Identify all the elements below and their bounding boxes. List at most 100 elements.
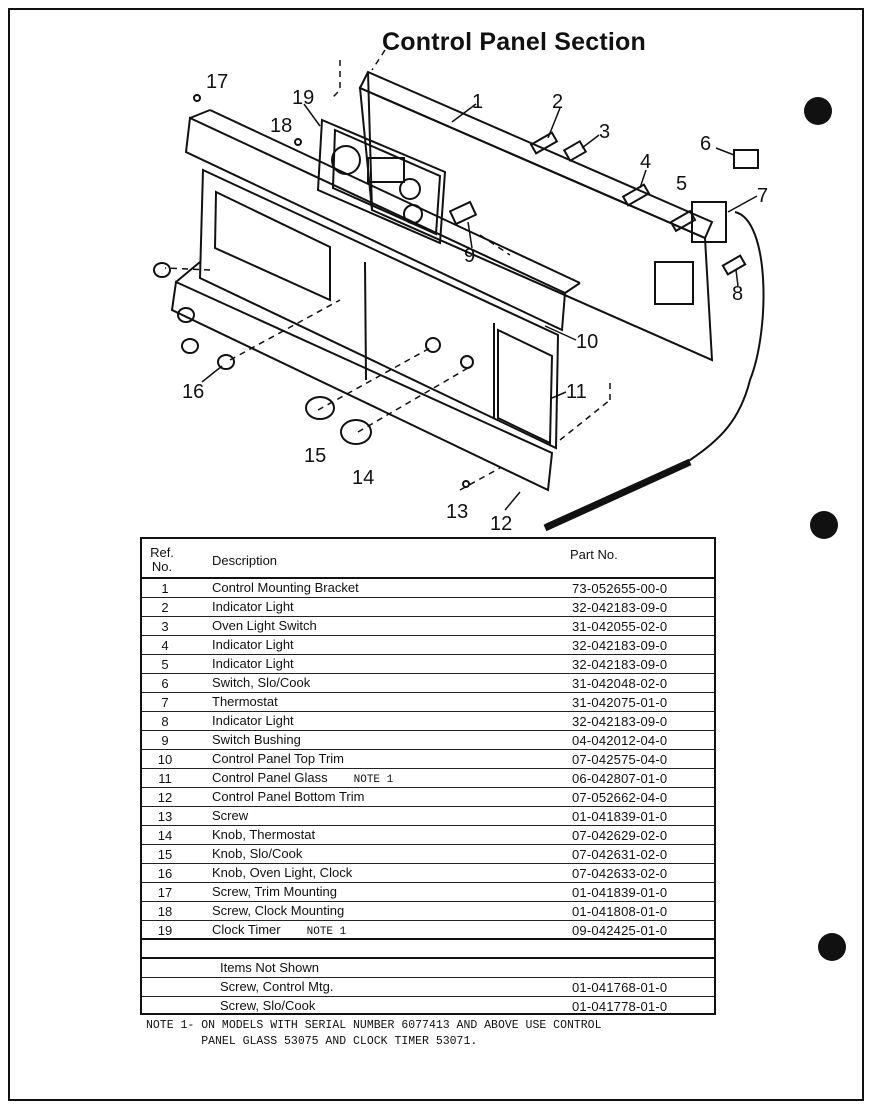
table-row: 3 Oven Light Switch 31-042055-02-0	[142, 617, 714, 636]
ref-no-cell: 5	[161, 657, 169, 672]
description-text: Items Not Shown	[220, 960, 319, 975]
slo-cook-switch	[733, 149, 759, 169]
ref-no-cell: 4	[161, 638, 169, 653]
callout-6: 6	[700, 133, 711, 155]
part-number-cell: 04-042012-04-0	[572, 733, 668, 748]
description-text: Control Panel Bottom Trim	[212, 789, 365, 804]
callout-10: 10	[576, 331, 598, 353]
header-description: Description	[212, 553, 278, 568]
note-reference: NOTE 1	[353, 774, 394, 786]
ref-no-cell: 3	[161, 619, 169, 634]
part-number-cell: 06-042807-01-0	[572, 771, 668, 786]
ref-no-cell: 1	[161, 581, 169, 596]
knob-oven-light-clock	[153, 262, 171, 278]
part-number-cell: 31-042075-01-0	[572, 695, 668, 710]
ref-no-cell: 19	[157, 923, 173, 938]
parts-list-table: Ref. No. Description Part No. 1 Control M…	[140, 537, 716, 1015]
ref-no-cell: 2	[161, 600, 169, 615]
description-cell: Screw, Slo/Cook	[220, 998, 315, 1013]
thermostat	[691, 201, 727, 243]
oven-light-switch	[562, 139, 588, 163]
description-cell: Switch, Slo/Cook	[212, 675, 310, 690]
description-text: Switch Bushing	[212, 732, 301, 747]
indicator-light-4	[621, 183, 651, 207]
description-cell: Items Not Shown	[220, 960, 319, 975]
glass-panel	[198, 168, 560, 450]
callout-13: 13	[446, 501, 468, 523]
description-text: Switch, Slo/Cook	[212, 675, 311, 690]
callout-1: 1	[472, 91, 483, 113]
description-cell: Knob, Thermostat	[212, 827, 315, 842]
callout-7: 7	[757, 185, 768, 207]
ref-no-cell: 7	[161, 695, 169, 710]
table-header: Ref. No. Description Part No.	[142, 539, 714, 579]
description-cell: Control Panel Bottom Trim	[212, 789, 364, 804]
description-cell: Control Panel Top Trim	[212, 751, 344, 766]
callout-3: 3	[599, 121, 610, 143]
description-text: Knob, Thermostat	[212, 827, 316, 842]
ref-no-cell: 11	[158, 771, 172, 786]
description-cell: Switch Bushing	[212, 732, 301, 747]
part-number-cell: 32-042183-09-0	[572, 657, 668, 672]
note-reference: NOTE 1	[306, 926, 347, 938]
part-number-cell: 32-042183-09-0	[572, 714, 668, 729]
page-frame	[8, 8, 864, 1101]
part-number-cell: 01-041839-01-0	[572, 885, 668, 900]
description-text: Control Mounting Bracket	[212, 580, 359, 595]
description-cell: Indicator Light	[212, 713, 294, 728]
description-text: Screw, Clock Mounting	[212, 903, 345, 918]
part-number-cell: 31-042055-02-0	[572, 619, 668, 634]
ref-no-cell: 10	[157, 752, 173, 767]
ref-no-cell: 13	[157, 809, 173, 824]
description-cell: Thermostat	[212, 694, 278, 709]
knob-slo-cook	[305, 396, 335, 420]
ref-no-cell: 14	[157, 828, 173, 843]
description-cell: Screw, Clock Mounting	[212, 903, 344, 918]
callout-19: 19	[292, 87, 314, 109]
part-number-cell: 07-042631-02-0	[572, 847, 668, 862]
ref-no-cell: 15	[157, 847, 173, 862]
footnote: NOTE 1- ON MODELS WITH SERIAL NUMBER 607…	[146, 1019, 602, 1048]
table-row: 16 Knob, Oven Light, Clock 07-042633-02-0	[142, 864, 714, 883]
part-number-cell: 32-042183-09-0	[572, 638, 668, 653]
ref-no-cell: 16	[157, 866, 173, 881]
description-text: Indicator Light	[212, 637, 294, 652]
description-cell: Indicator Light	[212, 637, 294, 652]
callout-5: 5	[676, 173, 687, 195]
table-row: Items Not Shown	[142, 959, 714, 978]
part-number-cell: 32-042183-09-0	[572, 600, 668, 615]
header-ref-no: Ref. No.	[150, 545, 174, 574]
part-number-cell: 31-042048-02-0	[572, 676, 668, 691]
description-cell: Oven Light Switch	[212, 618, 317, 633]
table-row: 9 Switch Bushing 04-042012-04-0	[142, 731, 714, 750]
description-cell: Indicator Light	[212, 599, 294, 614]
callout-16: 16	[182, 381, 204, 403]
part-number-cell: 07-042633-02-0	[572, 866, 668, 881]
screw-17	[193, 94, 201, 102]
ref-no-cell: 9	[161, 733, 169, 748]
ref-no-cell: 12	[157, 790, 173, 805]
callout-4: 4	[640, 151, 651, 173]
indicator-light-2	[529, 131, 559, 155]
description-text: Thermostat	[212, 694, 278, 709]
ref-no-cell: 17	[157, 885, 173, 900]
description-cell: Knob, Slo/Cook	[212, 846, 302, 861]
description-text: Indicator Light	[212, 599, 294, 614]
table-row: Screw, Control Mtg.01-041768-01-0	[142, 978, 714, 997]
description-text: Control Panel Top Trim	[212, 751, 344, 766]
callout-18: 18	[270, 115, 292, 137]
bottom-trim	[170, 280, 554, 492]
part-number-cell: 07-042575-04-0	[572, 752, 668, 767]
description-text: Knob, Oven Light, Clock	[212, 865, 353, 880]
